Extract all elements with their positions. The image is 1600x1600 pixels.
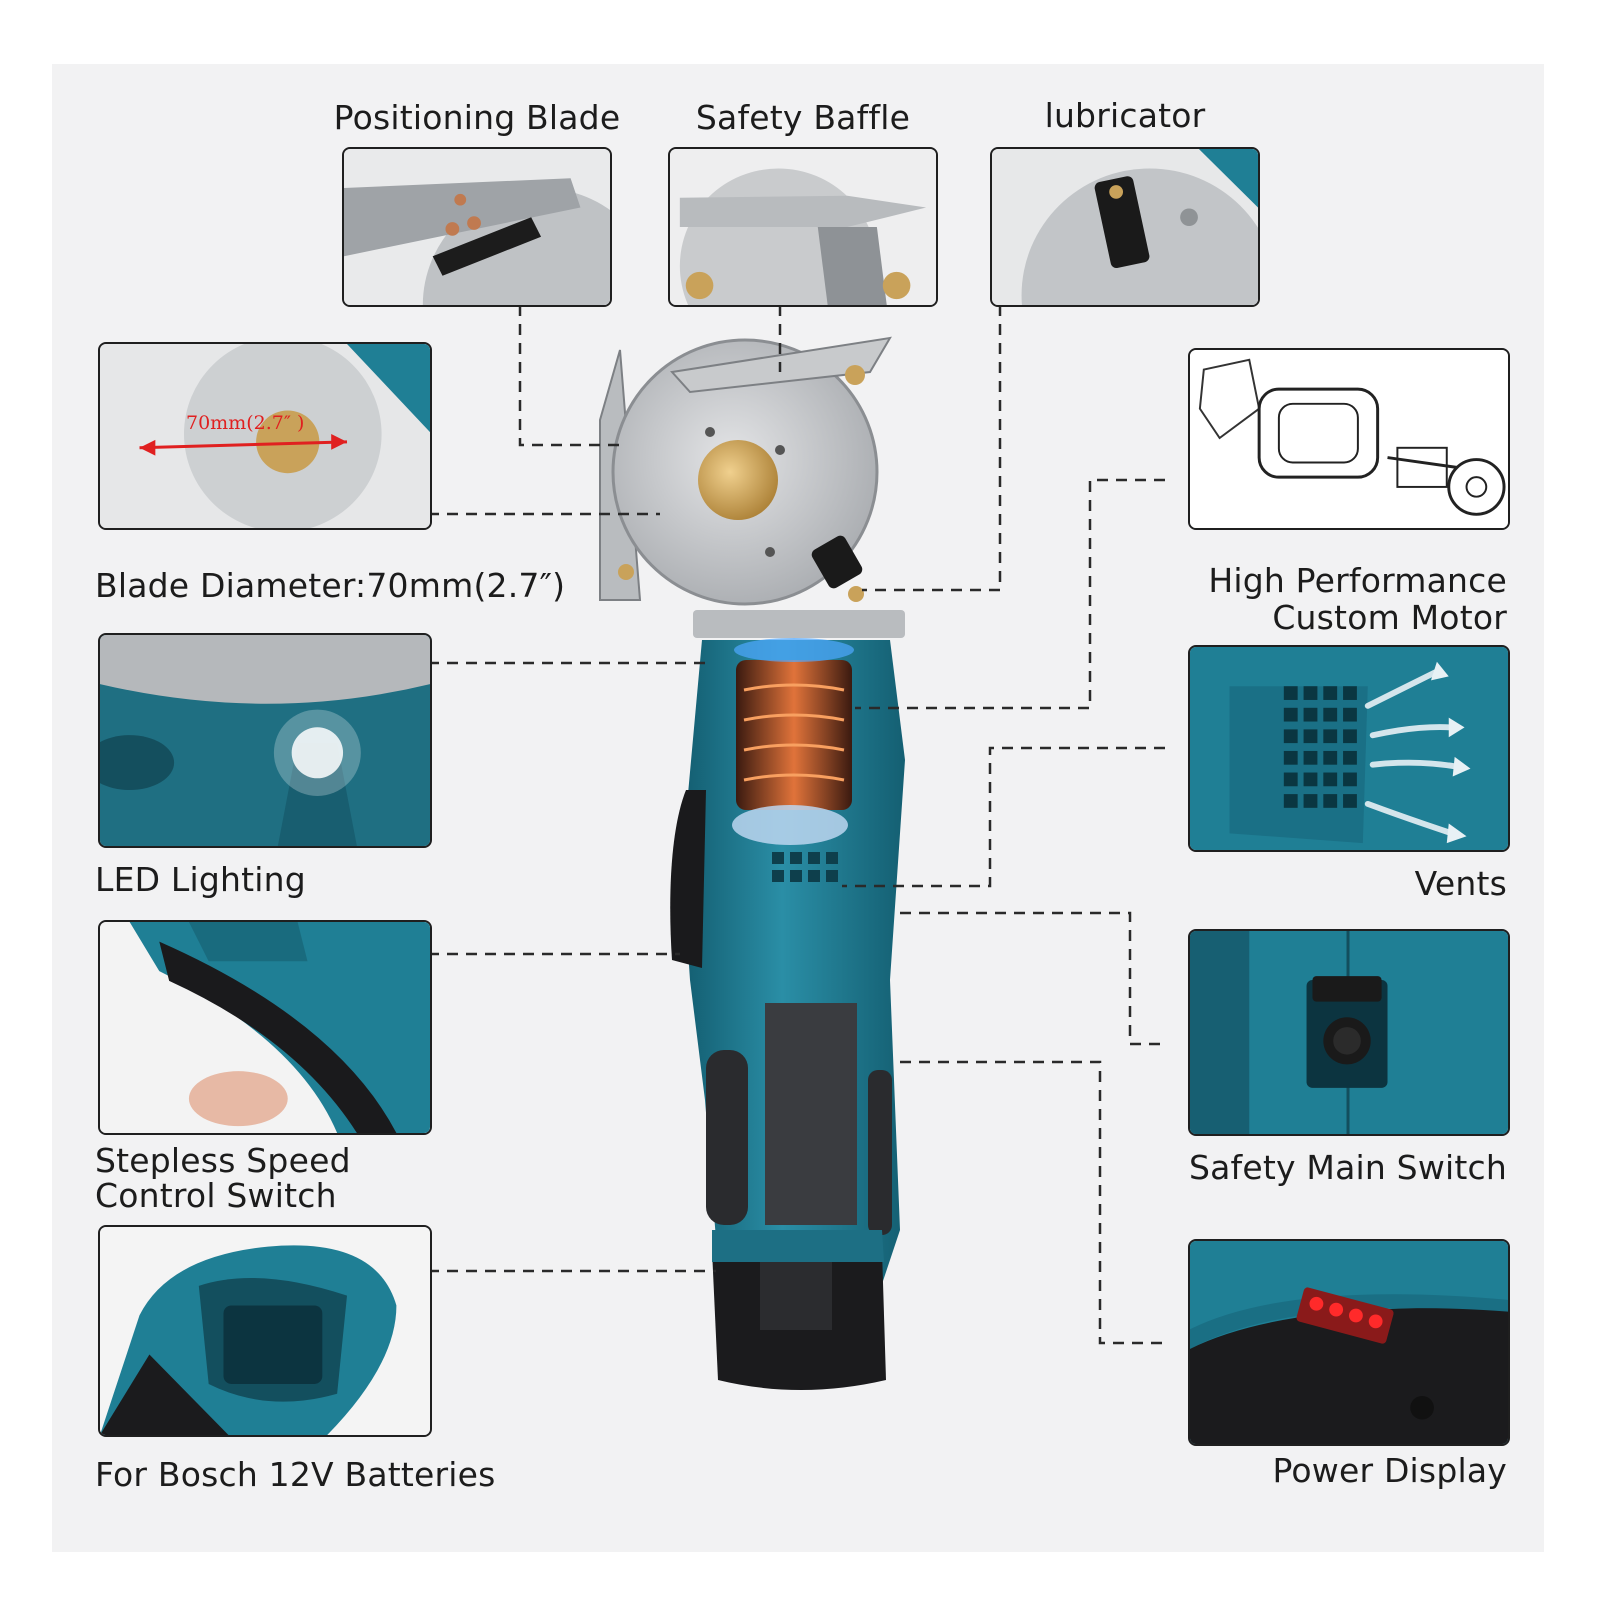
body-vents bbox=[772, 852, 838, 882]
blade-diameter-label: Blade Diameter:70mm(2.7″) bbox=[95, 566, 566, 605]
positioning-blade-label: Positioning Blade bbox=[333, 98, 621, 137]
cooling-fan bbox=[732, 805, 848, 845]
lubricator-panel bbox=[990, 147, 1260, 307]
power-display-label: Power Display bbox=[1272, 1451, 1507, 1490]
vents-panel bbox=[1188, 645, 1510, 852]
lubricator-label: lubricator bbox=[1044, 96, 1206, 135]
positioning-blade-panel bbox=[342, 147, 612, 307]
side-grip bbox=[706, 1050, 748, 1225]
led-lighting-panel bbox=[98, 633, 432, 848]
blade-diameter-panel: 70mm(2.7″ ) bbox=[98, 342, 432, 530]
motor-panel bbox=[1188, 348, 1510, 530]
lubricator-part bbox=[811, 535, 863, 589]
blade-base-plate bbox=[693, 610, 905, 638]
motor-label-line1: High Performance bbox=[1208, 561, 1507, 600]
led-lighting-label: LED Lighting bbox=[95, 860, 306, 899]
speed-switch-label-line2: Control Switch bbox=[95, 1176, 337, 1215]
main-switch-label: Safety Main Switch bbox=[1188, 1148, 1507, 1187]
speed-switch-panel bbox=[98, 920, 432, 1135]
main-switch-panel bbox=[1188, 929, 1510, 1136]
safety-baffle-panel bbox=[668, 147, 938, 307]
battery-label: For Bosch 12V Batteries bbox=[95, 1455, 496, 1494]
grip-panel bbox=[765, 1003, 857, 1225]
battery-panel bbox=[98, 1225, 432, 1437]
motor-label-line2: Custom Motor bbox=[1272, 598, 1507, 637]
speed-switch-label-line1: Stepless Speed bbox=[95, 1141, 351, 1180]
blade-diameter-marking: 70mm(2.7″ ) bbox=[186, 412, 305, 434]
motor-cutaway bbox=[736, 660, 852, 810]
safety-baffle-label: Safety Baffle bbox=[695, 98, 911, 137]
side-grip-right bbox=[868, 1070, 892, 1235]
baffle-screw bbox=[845, 365, 865, 385]
power-display-panel bbox=[1188, 1239, 1510, 1446]
vents-label: Vents bbox=[1414, 864, 1507, 903]
trigger bbox=[670, 790, 706, 968]
blade-hub bbox=[698, 440, 778, 520]
